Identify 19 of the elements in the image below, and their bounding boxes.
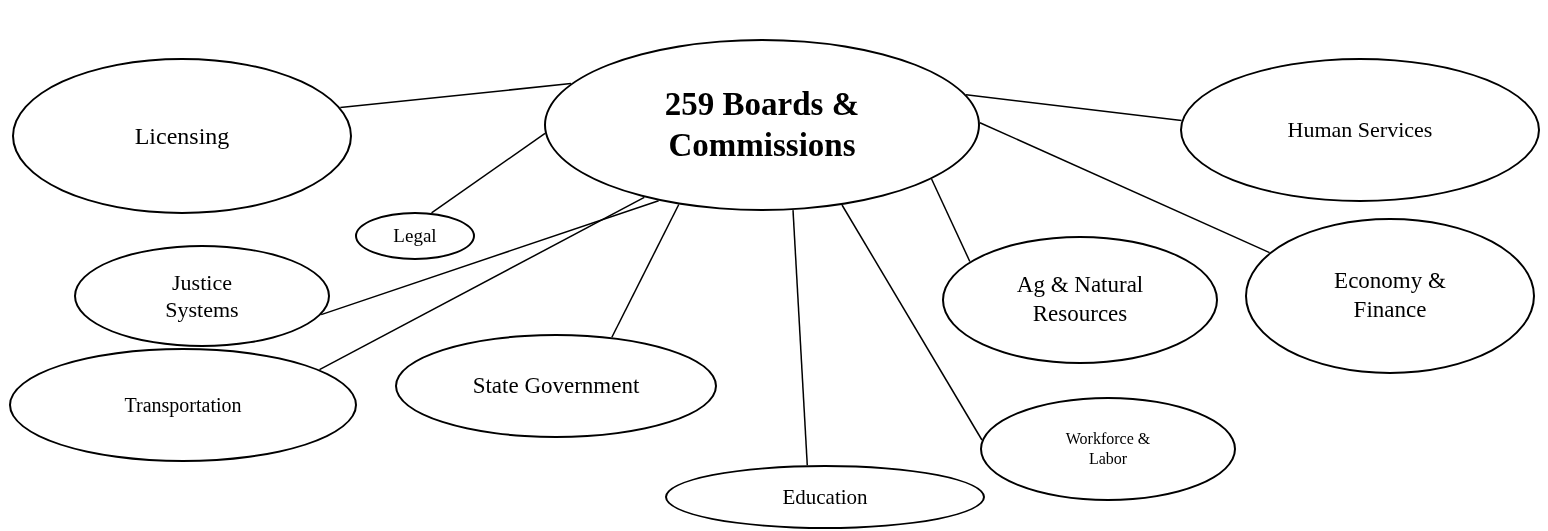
connector-line bbox=[792, 209, 809, 466]
category-label: Justice Systems bbox=[164, 268, 240, 324]
category-label: Licensing bbox=[134, 122, 230, 151]
category-label: Transportation bbox=[124, 392, 242, 418]
category-label: Workforce & Labor bbox=[1064, 429, 1152, 469]
center-title: 259 Boards & Commissions bbox=[663, 84, 861, 165]
connector-line bbox=[320, 199, 660, 316]
connector-line bbox=[841, 204, 983, 441]
category-label: Human Services bbox=[1287, 116, 1433, 144]
category-label: Legal bbox=[393, 224, 437, 248]
category-label: Economy & Finance bbox=[1333, 267, 1447, 324]
connector-line bbox=[430, 132, 546, 214]
connector-line bbox=[930, 178, 971, 263]
category-label: State Government bbox=[472, 371, 640, 400]
connector-line bbox=[979, 121, 1271, 254]
category-label: Education bbox=[782, 483, 868, 511]
category-label: Ag & Natural Resources bbox=[1015, 271, 1145, 328]
connector-line bbox=[318, 196, 646, 371]
connector-line bbox=[339, 82, 572, 109]
